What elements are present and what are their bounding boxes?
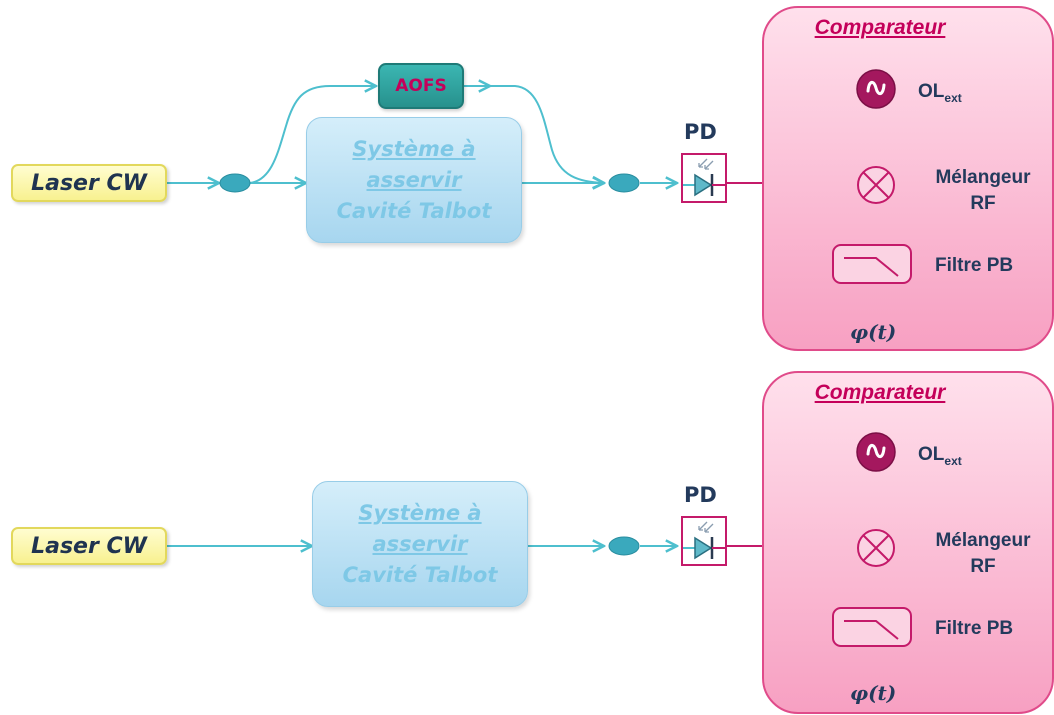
filter-label: Filtre PB [935,255,1014,276]
comparator-title: Comparateur [814,16,946,39]
system-line-2: asservir [366,167,462,192]
mixer-label-line-1: Mélangeur [935,167,1031,188]
comparator-panel: Comparateur OLext Mélangeur RF Filtre PB… [762,6,1054,351]
comparator-panel: Comparateur OLext Mélangeur RF Filtre PB… [762,371,1054,714]
mixer-label-line-2: RF [970,556,996,577]
photodiode-box [681,153,727,203]
lowpass-filter-icon [832,607,912,647]
diagram-without-aofs: Laser CW Système à asservir Cavité Talbo… [0,358,1054,715]
ol-subscript: ext [944,453,962,468]
phase-output-label: φ(t) [850,681,897,705]
phase-output-label: φ(t) [850,320,897,344]
mixer-label-line-1: Mélangeur [935,530,1031,551]
mixer-cross-circle-icon [857,529,895,567]
system-box: Système à asservir Cavité Talbot [306,117,522,243]
laser-label: Laser CW [31,533,147,559]
system-line-1: Système à [358,500,482,525]
filter-label: Filtre PB [935,618,1014,639]
pd-label: PD [684,120,717,144]
sine-oscillator-icon [856,69,896,109]
system-line-3: Cavité Talbot [342,562,498,587]
fiber-coupler-icon [608,173,640,193]
aofs-label: AOFS [395,76,447,96]
lowpass-filter-icon [832,244,912,284]
comparator-title: Comparateur [814,381,946,404]
laser-label: Laser CW [31,170,147,196]
ol-label: OLext [918,444,962,468]
fiber-coupler-icon [608,536,640,556]
pd-label: PD [684,483,717,507]
photodiode-icon [683,521,725,560]
system-line-2: asservir [372,531,468,556]
aofs-box: AOFS [378,63,464,109]
system-line-1: Système à [352,136,476,161]
ol-text: OL [918,81,945,102]
mixer-label: Mélangeur RF [913,165,1053,217]
ol-subscript: ext [944,90,962,105]
mixer-cross-circle-icon [857,166,895,204]
mixer-label: Mélangeur RF [913,528,1053,580]
system-line-3: Cavité Talbot [336,198,492,223]
system-box: Système à asservir Cavité Talbot [312,481,528,607]
sine-oscillator-icon [856,432,896,472]
laser-cw-box: Laser CW [11,164,167,202]
laser-cw-box: Laser CW [11,527,167,565]
fiber-coupler-icon [219,173,251,193]
photodiode-icon [683,158,725,197]
mixer-label-line-2: RF [970,193,996,214]
diagram-with-aofs: Laser CW Système à asservir Cavité Talbo… [0,0,1054,357]
ol-label: OLext [918,81,962,105]
ol-text: OL [918,444,945,465]
photodiode-box [681,516,727,566]
